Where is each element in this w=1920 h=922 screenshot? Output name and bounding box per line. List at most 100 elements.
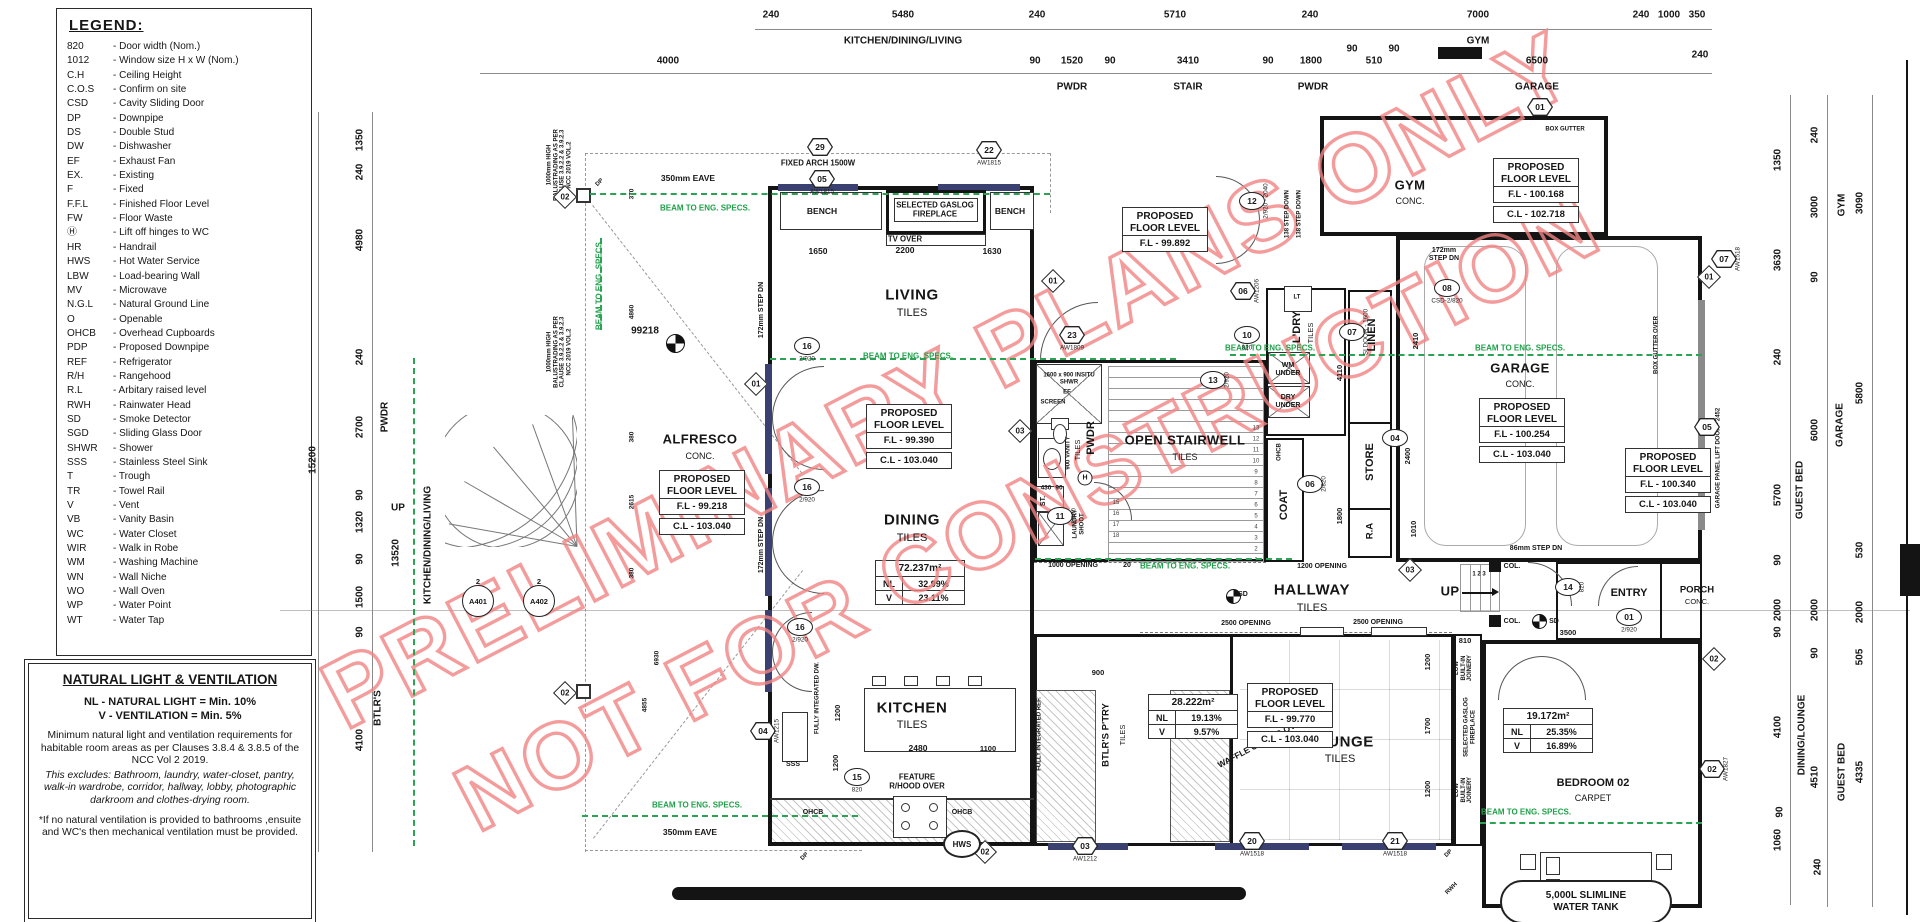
dimension-label: 4100 bbox=[1772, 715, 1784, 739]
dimension-label: 240 bbox=[1632, 9, 1650, 21]
fl-gym-cl: C.L - 102.718 bbox=[1493, 206, 1579, 223]
dim-1200-d: 1200 bbox=[830, 754, 840, 772]
fl-gym-header: PROPOSED FLOOR LEVEL bbox=[1493, 158, 1579, 187]
legend-item: PDP- Proposed Downpipe bbox=[67, 342, 210, 354]
fl-alfresco-header: PROPOSED FLOOR LEVEL bbox=[659, 470, 745, 499]
fl-alfresco-fl: F.L - 99.218 bbox=[659, 499, 745, 515]
opening-2500-a: 2500 OPENING bbox=[1221, 620, 1271, 628]
sheet-edge-line bbox=[1906, 60, 1908, 915]
marker-hex-22: 22 bbox=[976, 141, 1002, 159]
marker-hex-05: 05 bbox=[809, 170, 835, 188]
dim-line-top-2 bbox=[480, 73, 1712, 74]
opening-20: 20 bbox=[1123, 562, 1131, 570]
benchmark-icon bbox=[666, 334, 685, 353]
ef-note: EF bbox=[1063, 389, 1071, 396]
dimension-label: 2000 bbox=[1854, 600, 1866, 624]
legend-item: FW- Floor Waste bbox=[67, 213, 173, 225]
dp-note-3: DP bbox=[1443, 848, 1454, 859]
pwdr-finish: TILES bbox=[1072, 439, 1082, 461]
legend-title: LEGEND: bbox=[69, 17, 144, 34]
dim-1200-a: 1200 bbox=[1422, 653, 1432, 671]
dimension-label: 1350 bbox=[354, 128, 366, 152]
porch-finish: CONC. bbox=[1684, 596, 1710, 606]
wall-btlrs-lounge-divider bbox=[1230, 634, 1233, 846]
dimension-label: 240 bbox=[354, 348, 366, 366]
dimension-label: 4980 bbox=[354, 228, 366, 252]
legend-item: LBW- Load-bearing Wall bbox=[67, 270, 200, 282]
gym-label: GYM bbox=[1394, 177, 1426, 193]
dimension-label: 510 bbox=[1365, 55, 1383, 67]
marker-diam-02: 02 bbox=[1701, 646, 1727, 672]
dimension-label: 1350 bbox=[1772, 148, 1784, 172]
dimension-label: 90 bbox=[354, 626, 366, 638]
dimension-label: 2700 bbox=[354, 415, 366, 439]
marker-big-a402: A402 bbox=[523, 585, 555, 617]
ldry-finish: TILES bbox=[1305, 322, 1315, 344]
marker-sub-label: AW1809 bbox=[1060, 344, 1084, 352]
marker-circ-07: 07 bbox=[1339, 323, 1365, 341]
bench-left bbox=[780, 192, 882, 230]
porch-label: PORCH bbox=[1679, 584, 1715, 596]
marker-big-a401: A401 bbox=[462, 585, 494, 617]
col-note-2: COL. bbox=[1503, 618, 1521, 626]
vanity-basin bbox=[1043, 448, 1061, 470]
dimension-label: 240 bbox=[1812, 858, 1824, 876]
ohcb-note-1: OHCB bbox=[802, 809, 824, 817]
dim-line-left-outer bbox=[318, 112, 319, 852]
dimension-label: 4000 bbox=[656, 55, 680, 67]
dim-2400: 2400 bbox=[1402, 447, 1412, 465]
area-dining-value: 72.237m² bbox=[876, 561, 964, 577]
lintel-1 bbox=[1300, 627, 1344, 636]
dimension-label: 3630 bbox=[1772, 248, 1784, 272]
dining-label: DINING bbox=[883, 511, 941, 529]
dimension-label: 5800 bbox=[1854, 381, 1866, 405]
ra-label: R.A bbox=[1364, 522, 1376, 540]
dim-1650: 1650 bbox=[808, 246, 828, 257]
bedroom02-finish: CARPET bbox=[1574, 792, 1612, 803]
legend-item: SSS- Stainless Steel Sink bbox=[67, 456, 208, 468]
beam-note-5: BEAM TO ENG. SPECS. bbox=[651, 800, 743, 810]
beam-line bbox=[1230, 354, 1702, 356]
marker-circ-11: 11 bbox=[1047, 507, 1073, 525]
legend-items: 820- Door width (Nom.)1012- Window size … bbox=[67, 40, 301, 628]
fl-stair-header: PROPOSED FLOOR LEVEL bbox=[1122, 207, 1208, 236]
dimension-label: 6500 bbox=[1525, 55, 1549, 67]
marker-circ-06: 06 bbox=[1297, 475, 1323, 493]
dim-1010: 1010 bbox=[1408, 520, 1418, 538]
marker-circ-15: 15 bbox=[844, 768, 870, 786]
beam-note-2: BEAM TO ENG. SPECS. bbox=[862, 351, 954, 361]
column-1 bbox=[1489, 560, 1501, 572]
beam-note-4: BEAM TO ENG. SPECS. bbox=[1139, 561, 1231, 571]
wall-linen-store-divider-1 bbox=[1348, 422, 1392, 424]
legend-item: SHWR- Shower bbox=[67, 442, 154, 454]
nl-value: 19.13% bbox=[1191, 712, 1222, 723]
opening-line-hall-south bbox=[1140, 632, 1452, 633]
legend-item: MV- Microwave bbox=[67, 284, 167, 296]
a401-sheet-num: 2 bbox=[475, 576, 481, 586]
marker-sub-label: CSD-2/820 bbox=[1431, 297, 1463, 305]
marker-sub-label: 820 bbox=[1578, 581, 1586, 593]
dimension-label: 240 bbox=[1691, 49, 1709, 61]
wall-gym bbox=[1320, 116, 1608, 236]
marker-sub-label: AW1815 bbox=[810, 188, 834, 196]
dimension-label: 350 bbox=[1688, 9, 1706, 21]
lt-note: LT bbox=[1293, 294, 1301, 301]
legend-item: O- Openable bbox=[67, 313, 163, 325]
dimension-label: 1320 bbox=[354, 510, 366, 534]
dw-note: FULLY INTEGRATED DW. bbox=[814, 662, 821, 734]
dining-finish: TILES bbox=[896, 531, 928, 544]
dimension-label: 3090 bbox=[1854, 191, 1866, 215]
legend-item: EX.- Existing bbox=[67, 170, 155, 182]
marker-circ-01: 01 bbox=[1616, 608, 1642, 626]
coat-label: COAT bbox=[1277, 489, 1290, 521]
tv-note: TV OVER bbox=[887, 234, 923, 244]
tv-recess bbox=[886, 234, 986, 246]
nlv-rule-1: NL - NATURAL LIGHT = Min. 10% bbox=[83, 696, 257, 708]
dim-2480: 2480 bbox=[908, 743, 928, 754]
marker-sm-h: H bbox=[1077, 470, 1093, 486]
dim-810: 810 bbox=[1458, 635, 1472, 645]
legend-item: SGD- Sliding Glass Door bbox=[67, 428, 202, 440]
living-label: LIVING bbox=[885, 286, 939, 304]
section-grid-line bbox=[280, 610, 1910, 611]
dimension-label: 5480 bbox=[891, 9, 915, 21]
